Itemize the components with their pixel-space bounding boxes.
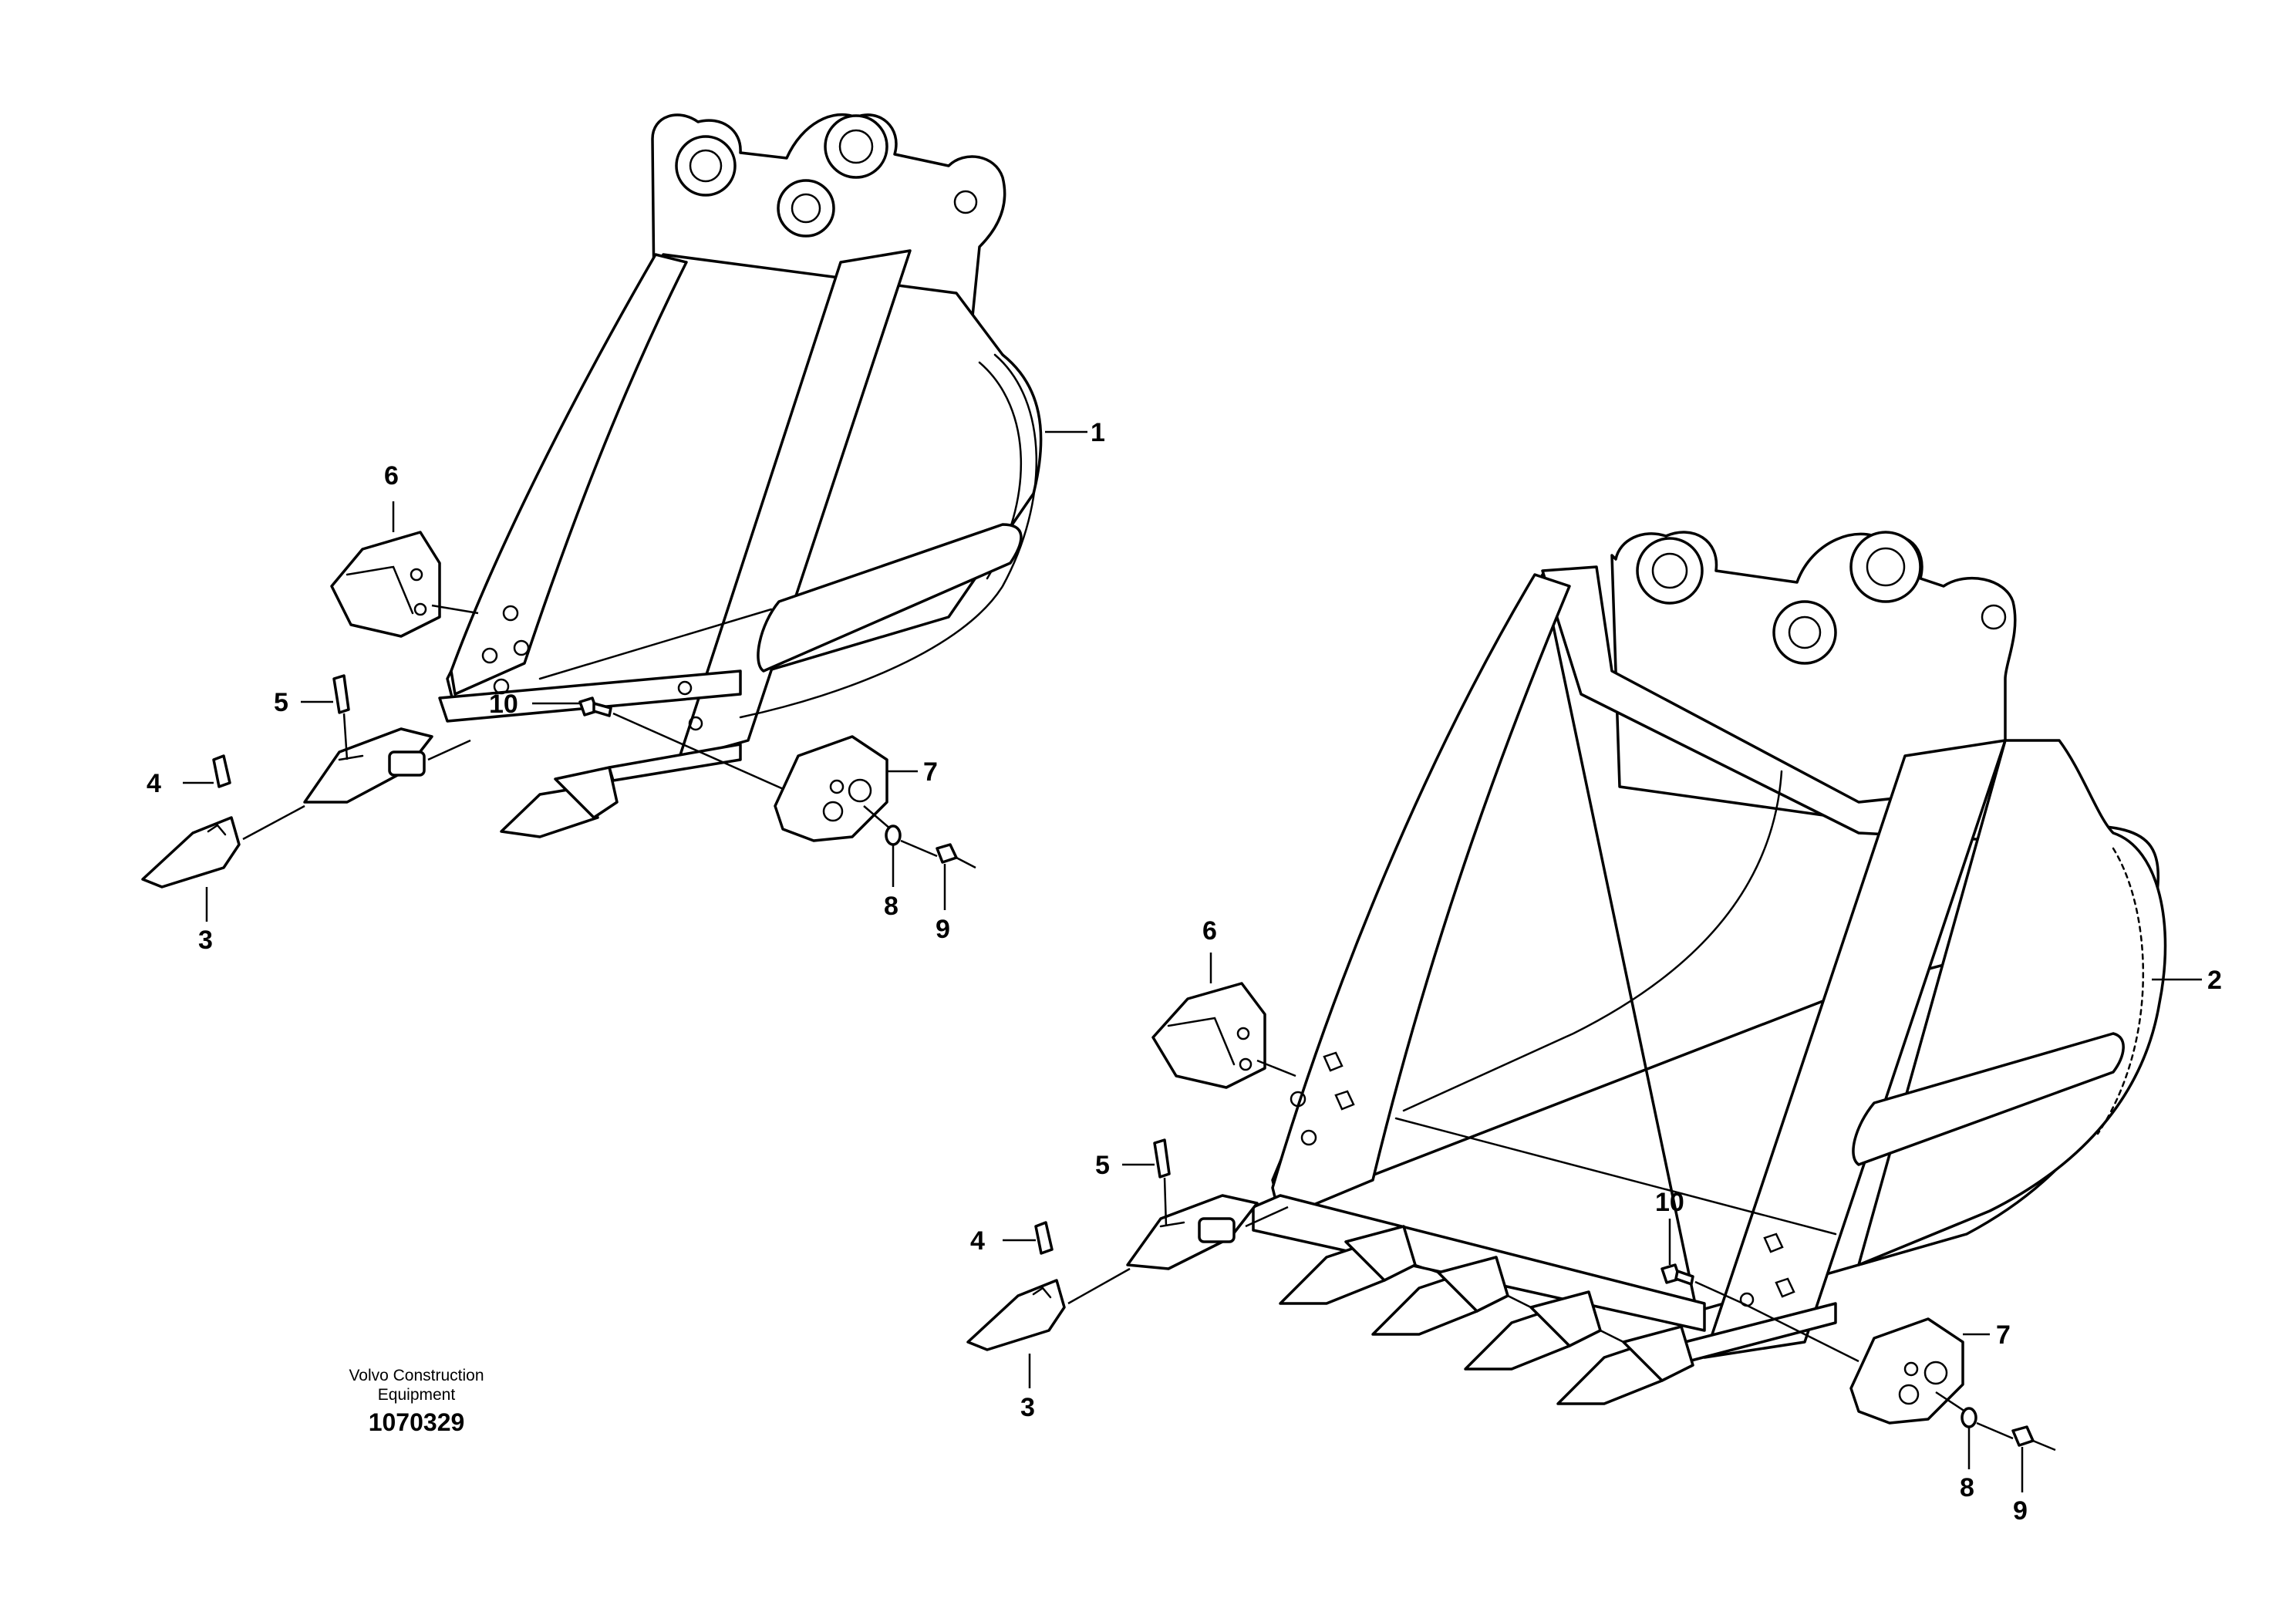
- callout-tooth-large: 3: [1020, 1393, 1035, 1422]
- credit-company-line2: Equipment: [377, 1386, 456, 1404]
- bolt-large: [1660, 1263, 1694, 1286]
- callout-bucket-large: 2: [2207, 966, 2222, 995]
- bucket-large: [1252, 531, 2167, 1405]
- nut-large: [2011, 1425, 2035, 1447]
- callout-tooth-small: 3: [198, 926, 213, 955]
- side-cutter-left-small: [330, 531, 441, 638]
- nut-small: [936, 843, 958, 864]
- drawing-number: 1070329: [368, 1408, 465, 1436]
- callout-pin-small: 5: [274, 688, 288, 717]
- callout-leaders: [183, 430, 2202, 1492]
- callout-side-cutter-left-large: 6: [1202, 916, 1217, 946]
- bucket-small: [438, 113, 1043, 838]
- pin-large: [1153, 1138, 1171, 1179]
- bolt-small: [578, 696, 612, 717]
- washer-large: [1961, 1407, 1977, 1428]
- washer-small: [885, 824, 902, 846]
- callout-bucket-small: 1: [1091, 418, 1105, 447]
- pin-small: [332, 674, 350, 714]
- callout-bolt-large: 10: [1655, 1188, 1684, 1217]
- tooth-adapter-large: [1126, 1194, 1259, 1270]
- side-cutter-left-large: [1151, 982, 1266, 1089]
- callout-bolt-small: 10: [489, 690, 518, 719]
- side-cutter-right-small: [774, 735, 888, 842]
- tooth-small: [141, 816, 241, 889]
- lock-large: [1034, 1221, 1054, 1255]
- callout-side-cutter-right-small: 7: [923, 757, 938, 787]
- callout-washer-small: 8: [884, 892, 899, 921]
- callout-pin-large: 5: [1095, 1151, 1110, 1180]
- lock-small: [212, 754, 231, 788]
- callout-nut-small: 9: [936, 915, 950, 944]
- side-cutter-right-large: [1849, 1317, 1964, 1425]
- callout-lock-large: 4: [970, 1226, 985, 1256]
- tooth-adapter-small: [303, 727, 433, 804]
- callout-side-cutter-right-large: 7: [1996, 1320, 2011, 1350]
- credit-company: Volvo Construction: [349, 1367, 484, 1384]
- tooth-large: [966, 1279, 1066, 1351]
- callout-lock-small: 4: [147, 769, 161, 798]
- callout-washer-large: 8: [1960, 1473, 1974, 1502]
- callout-nut-large: 9: [2013, 1496, 2028, 1526]
- callout-side-cutter-left-small: 6: [384, 461, 399, 491]
